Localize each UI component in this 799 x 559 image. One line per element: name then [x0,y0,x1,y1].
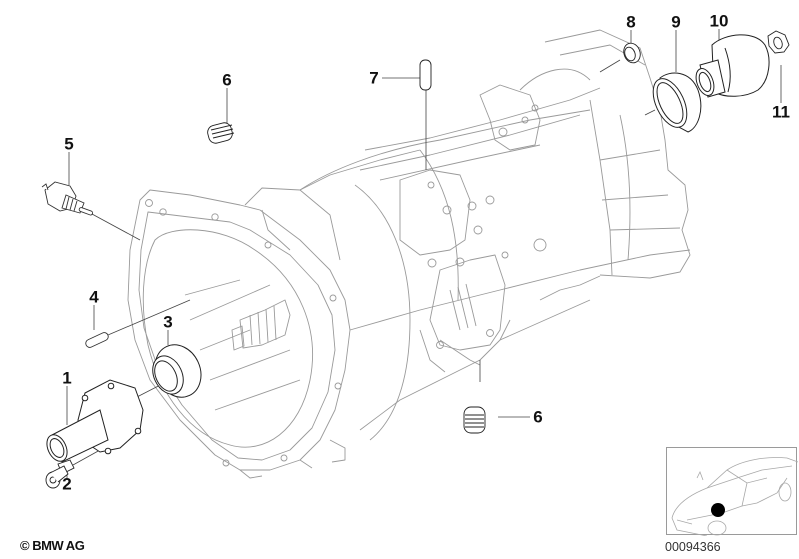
callout-6-top[interactable]: 6 [222,70,232,90]
part-6-screw-plug-bottom [463,406,486,434]
callout-3[interactable]: 3 [163,312,173,332]
callout-10[interactable]: 10 [709,11,729,31]
transmission-housing [127,29,691,479]
callout-1[interactable]: 1 [62,368,72,388]
callout-7[interactable]: 7 [369,68,379,88]
callout-11[interactable]: 11 [772,102,790,122]
part-8-shaft-seal [623,42,641,64]
part-10-output-flange [695,34,770,98]
part-5-reversing-light-switch [41,181,94,216]
part-11-collar-nut [767,30,790,54]
part-9-shaft-seal [652,72,702,133]
callout-5[interactable]: 5 [64,134,74,154]
callout-8[interactable]: 8 [626,12,636,32]
part-1-guide-sleeve [46,379,144,463]
vehicle-locator-inset [666,447,798,536]
document-number: 00094366 [665,540,721,554]
part-7-pin [419,59,432,91]
part-6-screw-plug-top [207,122,235,144]
callout-9[interactable]: 9 [671,12,681,32]
callout-6-bottom[interactable]: 6 [533,407,543,427]
copyright-notice: © BMW AG [20,538,85,553]
callout-2[interactable]: 2 [62,474,72,494]
part-2-hex-socket-screw [45,459,75,489]
callout-4[interactable]: 4 [89,287,99,307]
part-3-shaft-seal [152,344,202,398]
part-4-dowel-pin [85,332,109,348]
car-outline-icon [671,457,798,536]
location-marker-icon [711,503,725,517]
